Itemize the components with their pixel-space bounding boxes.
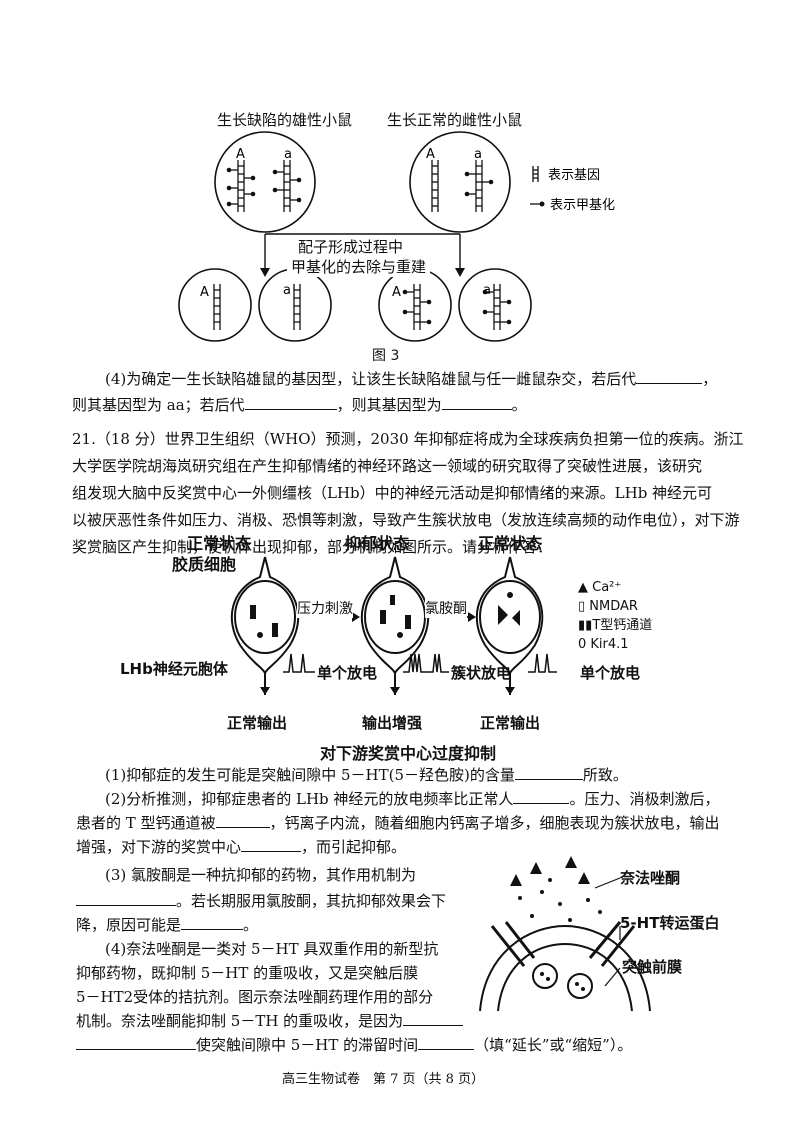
q21-intro: 21.（18 分）世界卫生组织（WHO）预测，2030 年抑郁症将成为全球疾病负… bbox=[72, 426, 743, 561]
q21-2-line1: (2)分析推测，抑郁症患者的 LHb 神经元的放电频率比正常人 。压力、消极刺激后… bbox=[105, 786, 719, 813]
q21-2-line3: 增强，对下游的奖赏中心 ，而引起抑郁。 bbox=[76, 834, 406, 861]
q21-line: 大学医学院胡海岚研究组在产生抑郁情绪的神经环路这一领域的研究取得了突破性进展，该… bbox=[72, 457, 703, 475]
q4-text-1-end: ， bbox=[702, 370, 718, 388]
q21-3-line2: 。若长期服用氯胺酮，其抗抑郁效果会下 bbox=[76, 888, 446, 915]
glial-cell-label: 胶质细胞 bbox=[172, 555, 237, 574]
q21-3-text-3: 降，原因可能是 bbox=[76, 916, 182, 934]
state-depressed: 抑郁状态 bbox=[345, 534, 410, 553]
q21-4-text-4: 机制。奈法唑酮能抑制 5－TH 的重吸收，是因为 bbox=[76, 1012, 404, 1030]
q21-1-end: 所致。 bbox=[582, 766, 628, 784]
female-allele-a: a bbox=[474, 147, 482, 162]
q21-4-line1: (4)奈法唑酮是一类对 5－HT 具双重作用的新型抗 bbox=[105, 940, 439, 958]
output-normal-1: 正常输出 bbox=[227, 714, 288, 732]
q4-blank-1[interactable] bbox=[636, 366, 703, 384]
nmdar-icon: ▯ bbox=[578, 599, 590, 614]
q21-4-text-5: 使突触间隙中 5－HT 的滞留时间 bbox=[196, 1036, 419, 1054]
q21-2-blank-3[interactable] bbox=[241, 834, 302, 852]
q21-2-text-3: 增强，对下游的奖赏中心 bbox=[76, 838, 242, 856]
q21-3-line1: (3) 氯胺酮是一种抗抑郁的药物，其作用机制为 bbox=[105, 866, 417, 884]
female-mouse-title: 生长正常的雌性小鼠 bbox=[387, 111, 523, 129]
process-label-line1: 配子形成过程中 bbox=[294, 236, 408, 257]
q21-2-text-1b: 。压力、消极刺激后， bbox=[569, 790, 720, 808]
q21-2-line2: 患者的 T 型钙通道被 ，钙离子内流，随着细胞内钙离子增多，细胞表现为簇状放电，输… bbox=[76, 810, 720, 837]
q4-text-2a: 则其基因型为 aa；若后代 bbox=[72, 396, 245, 414]
state-normal-2: 正常状态 bbox=[478, 534, 543, 553]
output-normal-2: 正常输出 bbox=[480, 714, 541, 732]
q21-2-text-1: (2)分析推测，抑郁症患者的 LHb 神经元的放电频率比正常人 bbox=[105, 790, 514, 808]
output-enhanced: 输出增强 bbox=[362, 714, 423, 732]
neuron-legend: ▲ Ca²⁺ ▯ NMDAR ▮▮T型钙通道 0 Kir4.1 bbox=[578, 578, 652, 654]
single-fire-1-label: 单个放电 bbox=[317, 664, 378, 682]
q4-genetics-line2: 则其基因型为 aa；若后代，则其基因型为。 bbox=[72, 392, 527, 419]
q21-2-blank-2[interactable] bbox=[215, 810, 270, 828]
q21-2-text-2b: ，钙离子内流，随着细胞内钙离子增多，细胞表现为簇状放电，输出 bbox=[269, 814, 720, 832]
q21-3-blank-2[interactable] bbox=[181, 912, 244, 930]
q21-4-line4: 机制。奈法唑酮能抑制 5－TH 的重吸收，是因为 bbox=[76, 1008, 464, 1035]
legend-ca: Ca²⁺ bbox=[592, 580, 622, 595]
single-fire-2-label: 单个放电 bbox=[580, 664, 641, 682]
gamete-allele-a-1: a bbox=[283, 283, 291, 298]
gamete-allele-a-2: a bbox=[483, 283, 491, 298]
presynaptic-membrane-label: 突触前膜 bbox=[622, 958, 683, 976]
q4-text-1: (4)为确定一生长缺陷雄鼠的基因型，让该生长缺陷雄鼠与任一雌鼠杂交，若后代 bbox=[105, 370, 637, 388]
legend-methylation: 表示甲基化 bbox=[550, 198, 615, 213]
q21-4-blank-1[interactable] bbox=[403, 1008, 464, 1026]
neuron-diagram bbox=[230, 556, 544, 695]
q21-4-text-5b: （填“延长”或“缩短”）。 bbox=[474, 1036, 633, 1054]
arrow-ketamine-label: 氯胺酮 bbox=[425, 598, 467, 618]
gamete-allele-A-1: A bbox=[200, 285, 209, 300]
q21-1-text: (1)抑郁症的发生可能是突触间隙中 5－HT(5－羟色胺)的含量 bbox=[105, 766, 515, 784]
spike-traces bbox=[283, 653, 557, 673]
q4-blank-3[interactable] bbox=[441, 392, 512, 410]
q21-4-line5: 使突触间隙中 5－HT 的滞留时间 （填“延长”或“缩短”）。 bbox=[76, 1032, 632, 1059]
legend-kir: Kir4.1 bbox=[590, 637, 629, 652]
male-mouse-title: 生长缺陷的雄性小鼠 bbox=[217, 111, 353, 129]
kir-icon: 0 bbox=[578, 637, 591, 652]
drug-label: 奈法唑酮 bbox=[620, 869, 681, 887]
q21-2-text-2: 患者的 T 型钙通道被 bbox=[76, 814, 216, 832]
q21-4-line2: 抑郁药物，既抑制 5－HT 的重吸收，又是突触后膜 bbox=[76, 964, 419, 982]
arrow-stress-label: 压力刺激 bbox=[297, 598, 353, 618]
q21-4-line3: 5－HT2受体的拮抗剂。图示奈法唑酮药理作用的部分 bbox=[76, 988, 434, 1006]
gamete-diagram: A a A a 表示基因 表示甲基化 bbox=[178, 131, 615, 342]
process-label-line2: 甲基化的去除与重建 bbox=[287, 256, 431, 277]
q21-4-blank-3[interactable] bbox=[418, 1032, 475, 1050]
female-allele-A: A bbox=[426, 147, 435, 162]
q21-2-blank-1[interactable] bbox=[513, 786, 570, 804]
page-footer: 高三生物试卷 第 7 页（共 8 页） bbox=[282, 1072, 485, 1087]
male-allele-a: a bbox=[284, 147, 292, 162]
q21-line: 以被厌恶性条件如压力、消极、恐惧等刺激，导致产生簇状放电（发放连续高频的动作电位… bbox=[72, 511, 740, 529]
transporter-label: 5-HT转运蛋白 bbox=[620, 914, 720, 932]
q21-3-blank-1[interactable] bbox=[76, 888, 176, 906]
q4-text-2b: ，则其基因型为 bbox=[336, 396, 442, 414]
q4-blank-2[interactable] bbox=[244, 392, 337, 410]
lhb-soma-label: LHb神经元胞体 bbox=[120, 660, 228, 678]
figure-3-caption: 图 3 bbox=[372, 348, 400, 364]
burst-fire-label: 簇状放电 bbox=[451, 664, 512, 682]
q4-genetics-line1: (4)为确定一生长缺陷雄鼠的基因型，让该生长缺陷雄鼠与任一雌鼠杂交，若后代 ， bbox=[105, 366, 717, 393]
q21-line: 奖赏脑区产生抑制，使机体出现抑郁，部分机制如图所示。请分析作答： bbox=[72, 538, 553, 556]
q21-2-text-3b: ，而引起抑郁。 bbox=[301, 838, 407, 856]
q21-3-line3: 降，原因可能是 。 bbox=[76, 912, 258, 939]
legend-gene: 表示基因 bbox=[548, 168, 600, 183]
t-channel-icon: ▮▮ bbox=[578, 618, 593, 633]
male-allele-A: A bbox=[236, 147, 245, 162]
q21-line: 组发现大脑中反奖赏中心一外侧缰核（LHb）中的神经元活动是抑郁情绪的来源。LHb… bbox=[72, 484, 713, 502]
state-normal-1: 正常状态 bbox=[187, 534, 252, 553]
legend-t-channel: T型钙通道 bbox=[592, 618, 653, 633]
q21-1: (1)抑郁症的发生可能是突触间隙中 5－HT(5－羟色胺)的含量 所致。 bbox=[105, 762, 628, 789]
gamete-allele-A-2: A bbox=[392, 285, 401, 300]
q21-1-blank[interactable] bbox=[514, 762, 583, 780]
q21-3-text-2: 。若长期服用氯胺酮，其抗抑郁效果会下 bbox=[176, 892, 447, 910]
q21-4-blank-2[interactable] bbox=[76, 1032, 196, 1050]
q21-3-end: 。 bbox=[243, 916, 259, 934]
ca-icon: ▲ bbox=[578, 580, 593, 595]
neuron-figure-caption: 对下游奖赏中心过度抑制 bbox=[320, 744, 497, 763]
legend-nmdar: NMDAR bbox=[589, 599, 638, 614]
q21-line: 21.（18 分）世界卫生组织（WHO）预测，2030 年抑郁症将成为全球疾病负… bbox=[72, 430, 744, 448]
synapse-diagram bbox=[479, 856, 651, 1012]
